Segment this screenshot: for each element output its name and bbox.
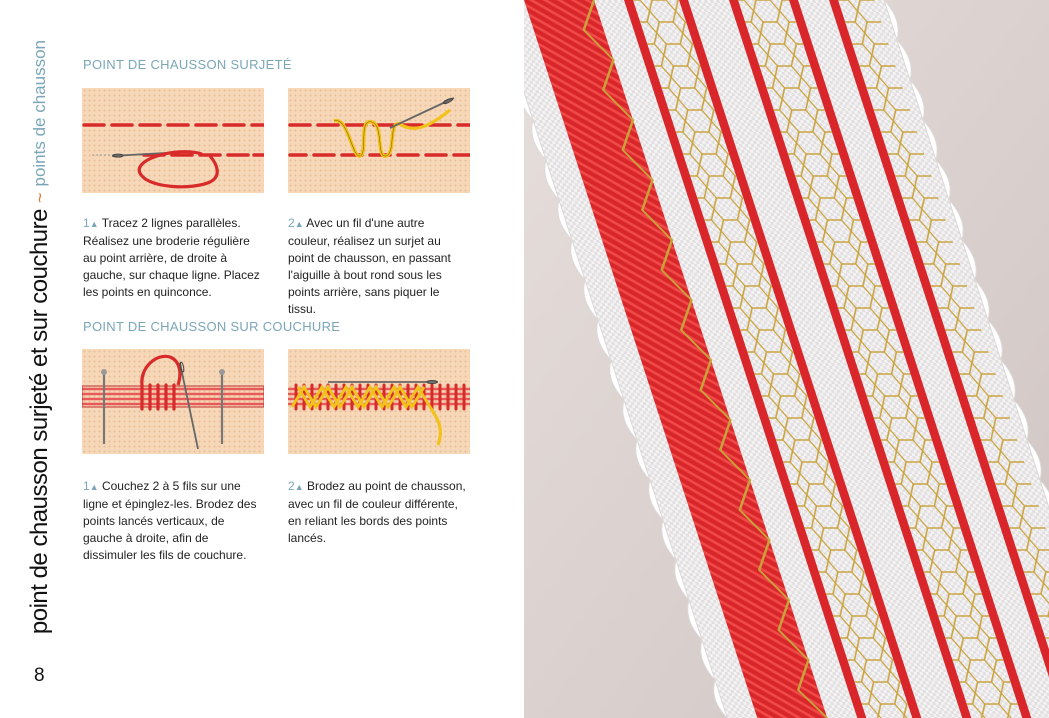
step-text: Avec un fil d'une autre couleur, réalise…	[288, 216, 451, 316]
step-number: 1	[83, 479, 90, 493]
section-title-couchure: POINT DE CHAUSSON SUR COUCHURE	[83, 319, 341, 334]
title-separator: ~	[29, 192, 50, 204]
illustration-backstitch-lines	[82, 88, 264, 193]
illustration-couched-threads	[82, 349, 264, 454]
section-label: points de chausson	[30, 40, 49, 187]
step-1-couchure: 1▲ Couchez 2 à 5 fils sur une ligne et é…	[83, 478, 263, 564]
page-title: point de chausson surjeté et sur couchur…	[26, 209, 53, 635]
triangle-icon: ▲	[89, 482, 99, 492]
vertical-title-block: point de chausson surjeté et sur couchur…	[14, 40, 66, 640]
illustration-herringbone-couchure	[288, 349, 470, 454]
embroidery-photo	[524, 0, 1049, 718]
step-1-surjete: 1▲ Tracez 2 lignes parallèles. Réalisez …	[83, 215, 263, 301]
step-2-surjete: 2▲ Avec un fil d'une autre couleur, réal…	[288, 215, 468, 318]
step-text: Couchez 2 à 5 fils sur une ligne et épin…	[83, 479, 257, 562]
triangle-icon: ▲	[294, 482, 304, 492]
illustration-herringbone-surjete	[288, 88, 470, 193]
step-number: 2	[288, 479, 295, 493]
section-title-surjete: POINT DE CHAUSSON SURJETÉ	[83, 57, 292, 72]
step-2-couchure: 2▲ Brodez au point de chausson, avec un …	[288, 478, 468, 547]
step-text: Brodez au point de chausson, avec un fil…	[288, 479, 466, 545]
left-page: point de chausson surjeté et sur couchur…	[0, 0, 524, 718]
page-number: 8	[34, 665, 45, 686]
triangle-icon: ▲	[89, 219, 99, 229]
step-text: Tracez 2 lignes parallèles. Réalisez une…	[83, 216, 260, 299]
step-number: 2	[288, 216, 295, 230]
step-number: 1	[83, 216, 90, 230]
triangle-icon: ▲	[294, 219, 304, 229]
